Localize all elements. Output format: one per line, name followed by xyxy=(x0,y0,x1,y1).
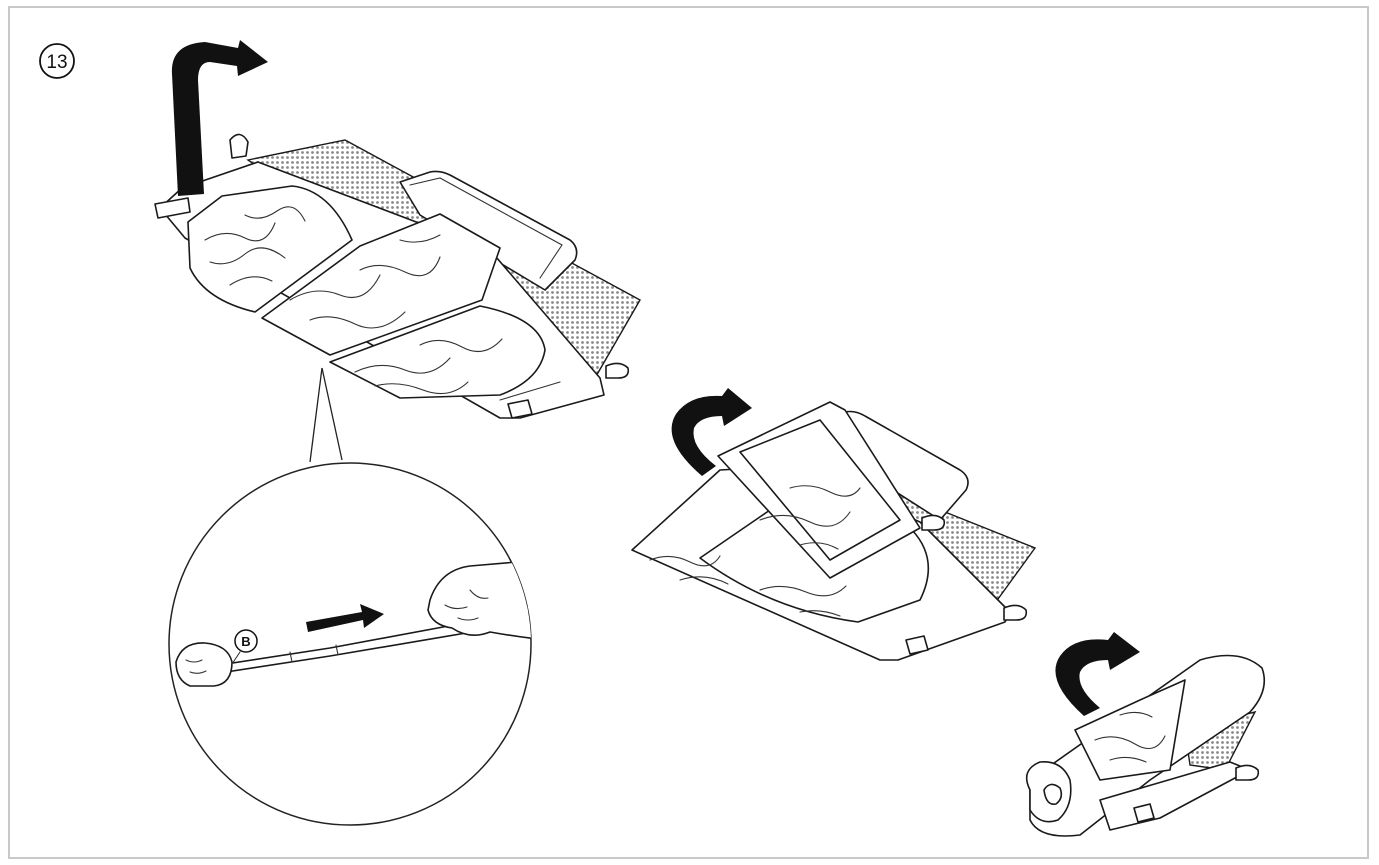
callout-label: B xyxy=(241,634,250,649)
illustration-frame xyxy=(8,6,1369,859)
unfolded-mat xyxy=(154,40,641,419)
partially-folded-mat xyxy=(631,388,1037,661)
step-number-badge: 13 xyxy=(39,43,75,79)
rolled-mat xyxy=(1025,632,1266,837)
step-number: 13 xyxy=(46,52,67,73)
detail-callout: B xyxy=(168,367,532,826)
